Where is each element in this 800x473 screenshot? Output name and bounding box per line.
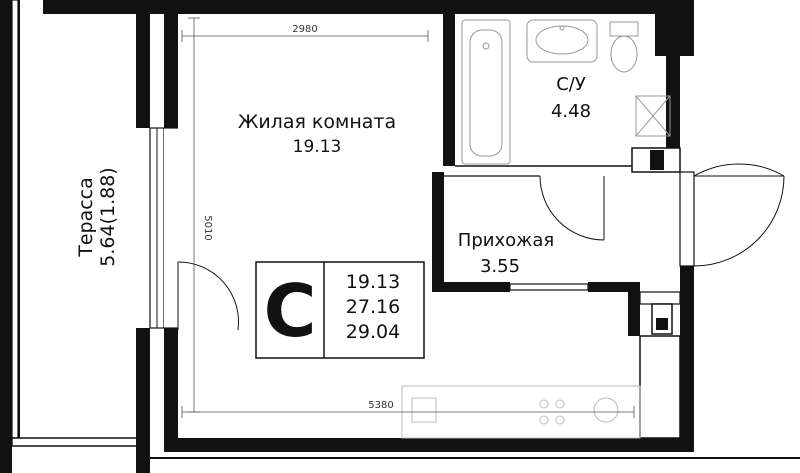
badge-letter: C <box>264 269 317 353</box>
badge-value-living: 19.13 <box>346 271 400 293</box>
hallway-walls <box>432 172 640 336</box>
terrace <box>0 0 150 473</box>
dimension-left: 5010 <box>188 17 213 413</box>
bathroom-walls <box>443 14 681 173</box>
dimension-left-label: 5010 <box>202 215 213 240</box>
left-wall <box>136 0 178 473</box>
sink-icon <box>526 19 598 63</box>
dimension-top-label: 2980 <box>292 24 317 35</box>
area-badge: C 19.13 27.16 29.04 <box>255 261 425 359</box>
entrance-door <box>679 163 785 267</box>
badge-value-total: 27.16 <box>346 296 400 318</box>
balcony-door-swing <box>177 261 240 331</box>
hallway-name: Прихожая <box>458 230 554 251</box>
bathroom-area: 4.48 <box>551 101 591 122</box>
living-room-name: Жилая комната <box>238 111 396 133</box>
dimension-top: 2980 <box>181 24 429 42</box>
bathroom-name: С/У <box>556 74 586 95</box>
washing-machine-icon <box>635 95 671 137</box>
badge-value-with-terrace: 29.04 <box>346 321 400 343</box>
bathtub-icon <box>461 19 511 165</box>
dimension-bottom: 5380 <box>181 400 635 418</box>
bottom-wall <box>164 438 694 452</box>
right-wall <box>639 0 694 452</box>
terrace-name: Терасса <box>75 177 97 258</box>
terrace-area: 5.64(1.88) <box>97 167 119 266</box>
dimension-bottom-label: 5380 <box>368 400 393 411</box>
living-room-area: 19.13 <box>293 137 342 157</box>
hallway-area: 3.55 <box>480 256 520 277</box>
toilet-icon <box>609 21 639 73</box>
top-wall <box>43 0 680 14</box>
bathroom-door-swing <box>539 175 605 241</box>
